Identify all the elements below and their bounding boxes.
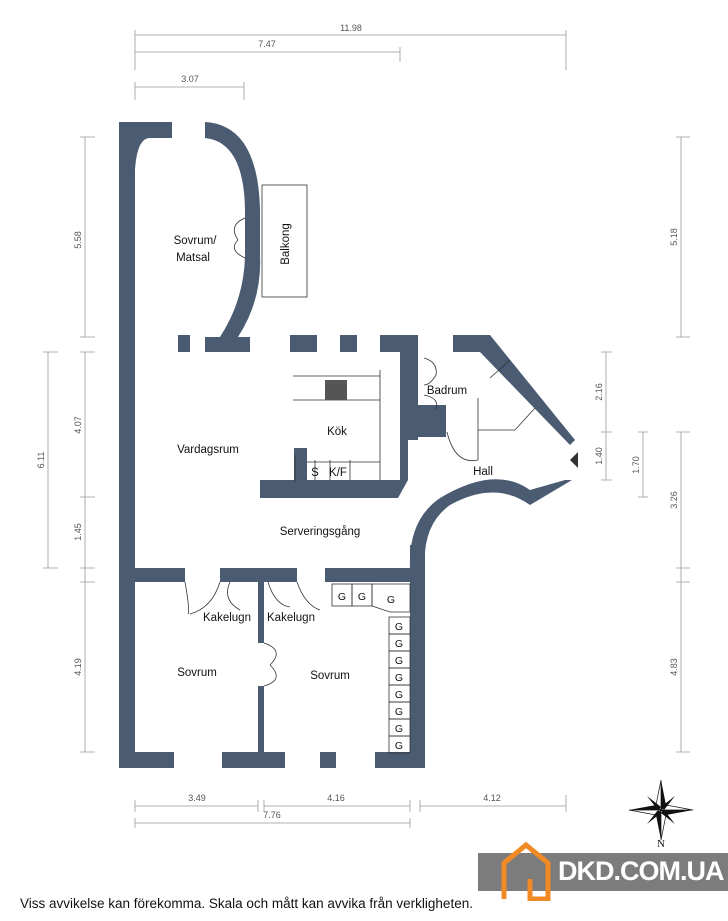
room-labels: Sovrum/ Matsal Balkong Vardagsrum Kök S … [174, 223, 493, 682]
watermark-text: DKD.COM.UA [558, 856, 724, 886]
label-kakelugn-left: Kakelugn [203, 612, 251, 624]
dim-top-mid: 7.47 [258, 39, 276, 49]
balcony [261, 184, 308, 298]
dim-right-entry: 1.40 [594, 447, 604, 465]
compass-icon [628, 779, 694, 841]
wardrobe-label: G [395, 638, 403, 650]
dim-left-corridor: 1.45 [73, 523, 83, 541]
dim-left-lower: 4.19 [73, 658, 83, 676]
wardrobe-label: G [395, 740, 403, 752]
room-label-sovrum-matsal: Matsal [176, 252, 210, 264]
wardrobe-label: G [358, 591, 366, 603]
wardrobe-cell [388, 735, 411, 754]
room-label-sovrum-matsal: Sovrum/ [174, 235, 218, 247]
wardrobe-label: G [387, 594, 395, 606]
room-label-vardagsrum: Vardagsrum [177, 444, 239, 456]
wardrobe-label: G [395, 706, 403, 718]
dim-left-total-mid: 6.11 [36, 452, 46, 469]
label-fridge-freezer: K/F [329, 467, 347, 479]
house-logo-icon [501, 841, 551, 901]
wardrobe-label: G [395, 723, 403, 735]
wardrobe-label: G [395, 621, 403, 633]
dim-bottom-right: 4.12 [483, 793, 501, 803]
wardrobe-label: G [395, 689, 403, 701]
dim-right-hall: 3.26 [669, 491, 679, 509]
room-label-sovrum-left: Sovrum [177, 667, 217, 679]
watermark: DKD.COM.UA [478, 841, 728, 901]
wardrobe-label: G [338, 591, 346, 603]
dim-top-total: 11.98 [340, 23, 362, 33]
room-label-balkong: Balkong [280, 223, 292, 265]
room-label-badrum: Badrum [427, 385, 467, 397]
room-label-hall: Hall [473, 466, 493, 478]
disclaimer-text: Viss avvikelse kan förekomma. Skala och … [20, 896, 473, 911]
label-sink: S [311, 467, 319, 479]
stove-icon [325, 380, 347, 400]
dimension-labels: 11.98 7.47 3.07 5.58 4.07 6.11 1.45 4.19… [36, 23, 679, 820]
walls [119, 122, 575, 768]
dim-right-upper: 5.18 [669, 228, 679, 246]
dim-bottom-total: 7.76 [263, 810, 281, 820]
dim-bottom-mid: 4.16 [327, 793, 345, 803]
room-label-kok: Kök [327, 426, 347, 438]
dim-left-kitchen: 4.07 [73, 416, 83, 434]
dim-right-bath: 2.16 [594, 383, 604, 401]
wardrobe-label: G [395, 672, 403, 684]
dim-bottom-left: 3.49 [188, 793, 206, 803]
label-kakelugn-right: Kakelugn [267, 612, 315, 624]
fixtures [184, 184, 578, 687]
room-label-serveringsgang: Serveringsgång [280, 526, 361, 538]
dim-right-entry-outer: 1.70 [631, 456, 641, 474]
room-label-sovrum-right: Sovrum [310, 670, 350, 682]
dim-right-lower: 4.83 [669, 658, 679, 676]
wardrobe-label: G [395, 655, 403, 667]
compass-north-label: N [657, 838, 665, 850]
dim-left-upper: 5.58 [73, 231, 83, 249]
dim-top-short: 3.07 [181, 74, 199, 84]
dimension-lines [43, 30, 690, 828]
entrance-arrow-icon [570, 452, 578, 468]
